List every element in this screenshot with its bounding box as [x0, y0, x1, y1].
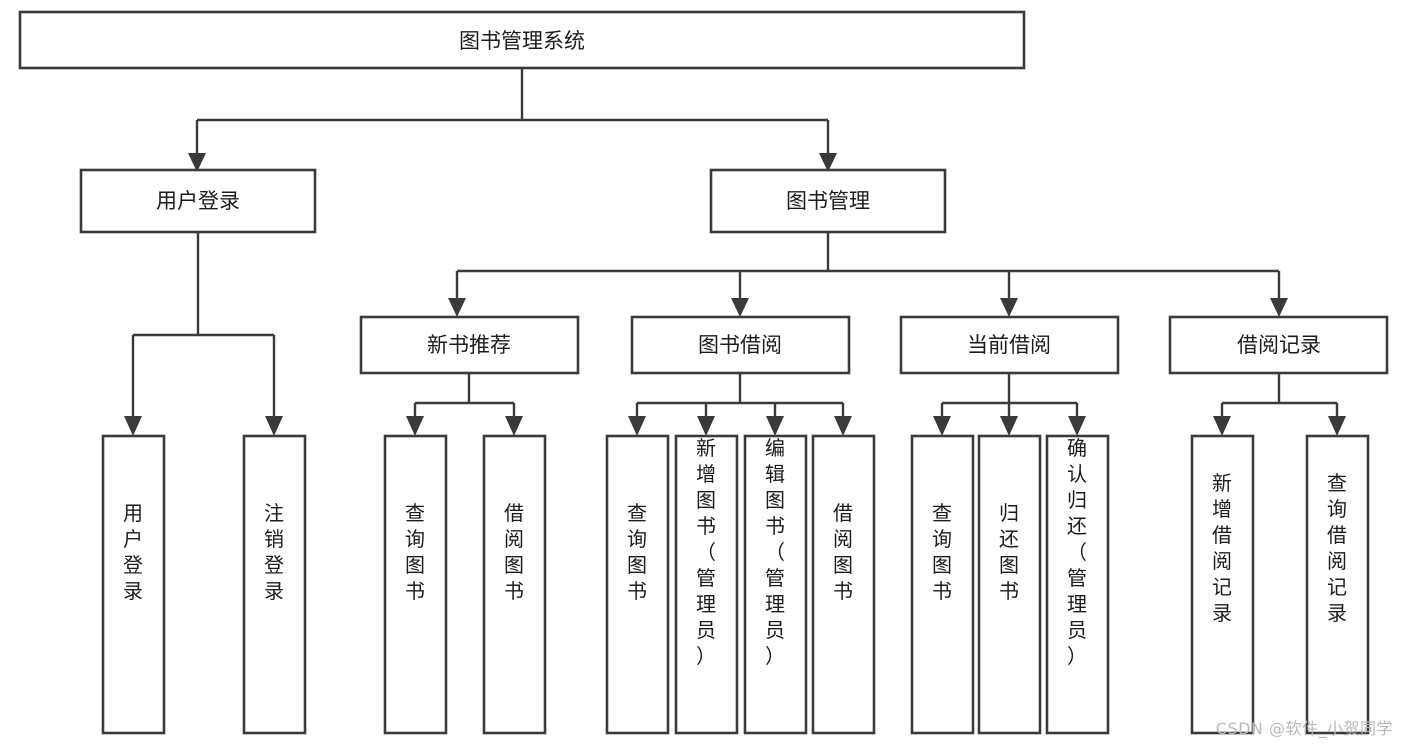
leaf-bookborrow-borrow-book-label: 借阅图书 — [833, 501, 853, 603]
leaf-newbook-query-book[interactable]: 查询图书 — [383, 434, 448, 735]
leaf-bookborrow-edit-book-box[interactable] — [743, 434, 808, 735]
node-root-label: 图书管理系统 — [459, 29, 585, 53]
leaf-newbook-query-book-label: 查询图书 — [405, 501, 425, 603]
leaf-user-login[interactable]: 用户登录 — [101, 434, 166, 735]
leaf-currentborrow-query-book-label: 查询图书 — [932, 501, 952, 603]
leaf-currentborrow-query-book[interactable]: 查询图书 — [910, 434, 975, 735]
arrow-to-leaf-logout — [265, 416, 283, 436]
leaf-borrowrecord-query-record[interactable]: 查询借阅记录 — [1305, 434, 1370, 735]
leaf-bookborrow-add-book[interactable]: 新增图书（管理员） — [674, 434, 739, 735]
leaf-user-login-label: 用户登录 — [123, 501, 143, 603]
node-new-book-recommend[interactable]: 新书推荐 — [359, 315, 580, 375]
connector-layer — [124, 68, 1346, 436]
arrow-bookborrow-leaf-2 — [697, 416, 715, 436]
node-book-manage-label: 图书管理 — [786, 189, 870, 213]
leaf-currentborrow-return-book[interactable]: 归还图书 — [977, 434, 1042, 735]
leaf-currentborrow-confirm-return-box[interactable] — [1045, 434, 1110, 735]
leaf-logout-label: 注销登录 — [264, 501, 284, 603]
leaf-borrowrecord-add-record[interactable]: 新增借阅记录 — [1190, 434, 1255, 735]
leaf-bookborrow-borrow-book[interactable]: 借阅图书 — [811, 434, 876, 735]
arrow-to-user-login — [188, 153, 206, 172]
connector-currentborrow-to-leaves — [940, 373, 1079, 418]
arrow-newbook-leaf-2 — [505, 416, 523, 436]
node-user-login-label: 用户登录 — [156, 189, 240, 213]
node-borrow-record-label: 借阅记录 — [1237, 333, 1321, 357]
leaf-bookborrow-add-book-box[interactable] — [674, 434, 739, 735]
node-book-manage-box[interactable] — [709, 168, 947, 234]
arrow-to-new-book-rec — [448, 298, 466, 317]
connector-bookmanage-to-level2 — [455, 232, 1281, 300]
node-current-borrow[interactable]: 当前借阅 — [899, 315, 1120, 375]
leaf-bookborrow-add-book-label: 新增图书（管理员） — [696, 436, 716, 668]
leaf-currentborrow-return-book-label: 归还图书 — [999, 501, 1019, 603]
arrow-to-book-borrow — [731, 298, 749, 317]
leaf-borrowrecord-add-record-box[interactable] — [1190, 434, 1255, 735]
node-current-borrow-box[interactable] — [899, 315, 1120, 375]
node-new-book-recommend-box[interactable] — [359, 315, 580, 375]
leaf-newbook-query-book-box[interactable] — [383, 434, 448, 735]
arrow-borrowrecord-leaf-1 — [1213, 416, 1231, 436]
node-root[interactable]: 图书管理系统 — [18, 10, 1026, 70]
arrow-bookborrow-leaf-1 — [628, 416, 646, 436]
node-new-book-recommend-label: 新书推荐 — [427, 333, 511, 357]
leaf-currentborrow-query-book-box[interactable] — [910, 434, 975, 735]
leaf-currentborrow-return-book-box[interactable] — [977, 434, 1042, 735]
leaf-currentborrow-confirm-return[interactable]: 确认归还（管理员） — [1045, 434, 1110, 735]
arrow-currentborrow-leaf-2 — [1000, 416, 1018, 436]
connector-root-to-level1 — [195, 68, 830, 155]
node-book-borrow-box[interactable] — [630, 315, 851, 375]
node-book-borrow-label: 图书借阅 — [698, 333, 782, 357]
arrow-to-leaf-user-login — [124, 416, 142, 436]
connector-borrowrecord-to-leaves — [1220, 373, 1339, 418]
leaf-newbook-borrow-book-label: 借阅图书 — [504, 501, 524, 603]
node-user-login-box[interactable] — [79, 168, 317, 234]
arrow-to-borrow-record — [1270, 298, 1288, 317]
node-current-borrow-label: 当前借阅 — [967, 333, 1051, 357]
leaf-newbook-borrow-book[interactable]: 借阅图书 — [482, 434, 547, 735]
arrow-borrowrecord-leaf-2 — [1328, 416, 1346, 436]
leaf-bookborrow-query-book[interactable]: 查询图书 — [605, 434, 670, 735]
arrow-bookborrow-leaf-4 — [834, 416, 852, 436]
leaf-borrowrecord-query-record-box[interactable] — [1305, 434, 1370, 735]
arrow-to-current-borrow — [1000, 298, 1018, 317]
leaf-currentborrow-confirm-return-label: 确认归还（管理员） — [1067, 436, 1087, 668]
connector-bookborrow-to-leaves — [635, 373, 845, 418]
leaf-bookborrow-query-book-label: 查询图书 — [627, 501, 647, 603]
arrow-bookborrow-leaf-3 — [766, 416, 784, 436]
leaf-bookborrow-edit-book-label: 编辑图书（管理员） — [765, 436, 785, 668]
node-user-login[interactable]: 用户登录 — [79, 168, 317, 234]
arrow-to-book-manage — [819, 153, 837, 172]
arrow-currentborrow-leaf-3 — [1068, 416, 1086, 436]
node-book-borrow[interactable]: 图书借阅 — [630, 315, 851, 375]
arrow-currentborrow-leaf-1 — [933, 416, 951, 436]
leaf-borrowrecord-query-record-label: 查询借阅记录 — [1327, 471, 1347, 625]
node-book-manage[interactable]: 图书管理 — [709, 168, 947, 234]
leaf-logout-box[interactable] — [242, 434, 307, 735]
arrow-newbook-leaf-1 — [406, 416, 424, 436]
leaf-bookborrow-edit-book[interactable]: 编辑图书（管理员） — [743, 434, 808, 735]
leaf-bookborrow-borrow-book-box[interactable] — [811, 434, 876, 735]
leaf-user-login-box[interactable] — [101, 434, 166, 735]
node-borrow-record[interactable]: 借阅记录 — [1168, 315, 1389, 375]
leaf-newbook-borrow-book-box[interactable] — [482, 434, 547, 735]
leaf-bookborrow-query-book-box[interactable] — [605, 434, 670, 735]
leaf-logout[interactable]: 注销登录 — [242, 434, 307, 735]
node-borrow-record-box[interactable] — [1168, 315, 1389, 375]
node-root-box[interactable] — [18, 10, 1026, 70]
leaf-borrowrecord-add-record-label: 新增借阅记录 — [1212, 471, 1232, 625]
connector-userlogin-to-leaves — [131, 232, 276, 418]
connector-newbook-to-leaves — [413, 373, 516, 418]
